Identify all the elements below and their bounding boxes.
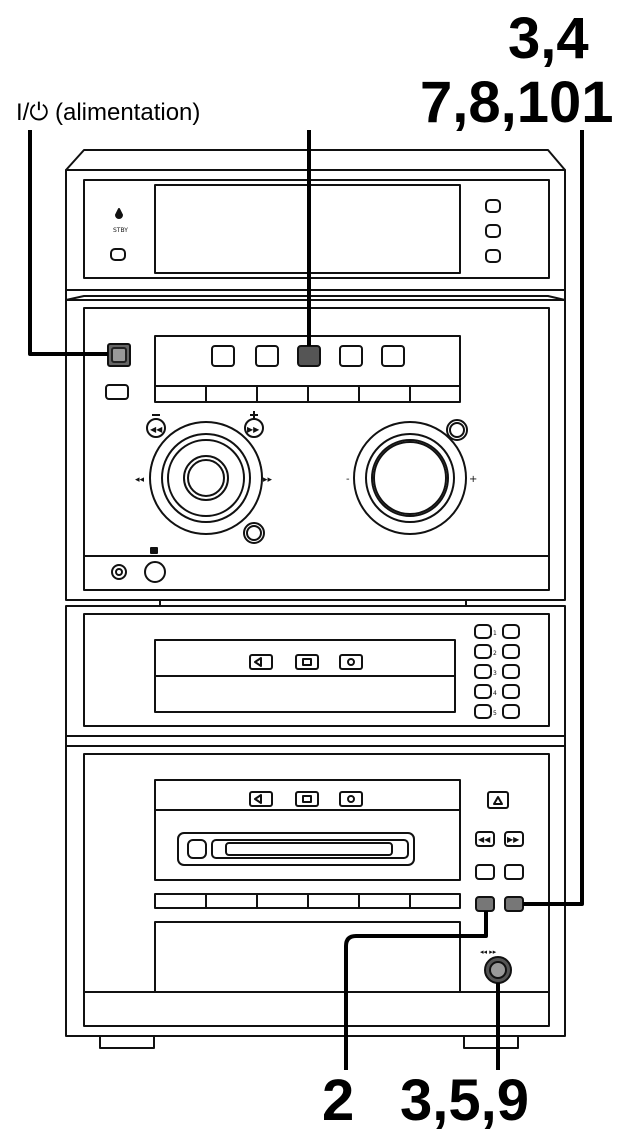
amplifier-unit: ◀◀ ▶▶ ◂◂ ▸▸ - +	[65, 295, 566, 607]
power-label: I/⏻ (alimentation)	[16, 99, 201, 126]
svg-text:▶▶: ▶▶	[507, 835, 520, 844]
svg-text:+: +	[469, 474, 477, 485]
callout-top-right-line1: 3,4	[508, 6, 589, 71]
svg-text:1: 1	[493, 630, 497, 637]
tuner-unit: STBY	[65, 149, 566, 300]
svg-text:4: 4	[493, 690, 497, 697]
callout-top-right-line2: 7,8,101	[420, 70, 614, 135]
svg-text:3: 3	[493, 670, 497, 677]
callout-bottom-left: 2	[322, 1068, 355, 1133]
svg-text:▸▸: ▸▸	[263, 475, 273, 485]
svg-text:2: 2	[493, 650, 497, 657]
svg-text:◀◀: ◀◀	[150, 425, 163, 434]
leader-lines	[28, 130, 584, 1070]
svg-text:▶▶: ▶▶	[247, 425, 260, 434]
svg-text:◀◀: ◀◀	[478, 835, 491, 844]
deck-unit: ◀◀ ▶▶ ◂◂ ▸▸	[65, 745, 566, 1049]
callout-bottom-right: 3,5,9	[400, 1068, 529, 1133]
svg-text:-: -	[346, 474, 350, 485]
svg-text:◂◂ ▸▸: ◂◂ ▸▸	[480, 948, 497, 956]
svg-text:◂◂: ◂◂	[135, 475, 145, 485]
cd-unit: 1 2 3 4 5	[65, 605, 566, 746]
svg-text:STBY: STBY	[113, 227, 128, 234]
svg-text:5: 5	[493, 710, 497, 717]
